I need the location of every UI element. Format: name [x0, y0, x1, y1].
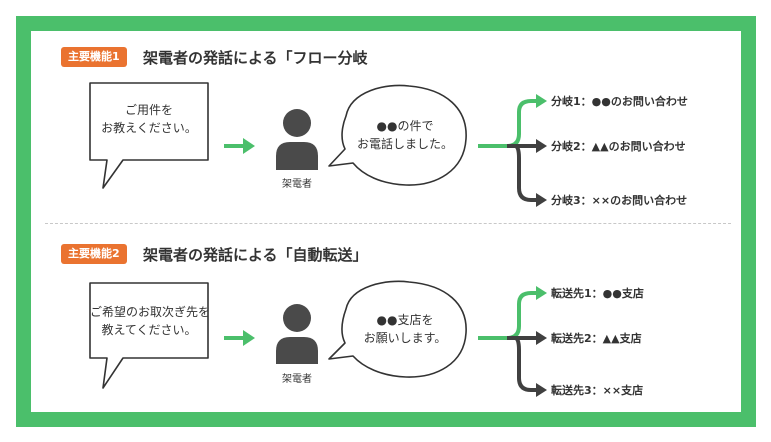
transfer-label: 転送先2：▲▲支店: [551, 332, 642, 345]
branch-label: 分岐3：××のお問い合わせ: [551, 194, 688, 207]
prompt-text-1: ご用件を お教えください。: [90, 101, 208, 137]
section-divider: [45, 223, 731, 224]
prompt-line: お教えください。: [101, 121, 197, 135]
transfer-label: 転送先1：●●支店: [551, 287, 644, 300]
diagram-graphics: [89, 82, 547, 397]
branch-label: 分岐2：▲▲のお問い合わせ: [551, 140, 686, 153]
caller-text-1: ●●の件で お電話しました。: [349, 117, 461, 153]
branch-arrows-2: [478, 286, 547, 397]
caller-speech-bubble-1: [328, 84, 467, 186]
branch-arrows-1: [478, 94, 547, 207]
section-title-2: 架電者の発話による「自動転送」: [143, 246, 368, 264]
caller-line: ●●支店を: [376, 313, 434, 327]
caller-label-1: 架電者: [282, 179, 312, 190]
caller-icon-1: [276, 109, 318, 170]
content-panel: 主要機能1 架電者の発話による「フロー分岐 ご用件を お教えください。 架電者 …: [31, 31, 741, 412]
flow-arrow-2: [224, 330, 255, 346]
prompt-line: ご希望のお取次ぎ先を: [90, 305, 211, 319]
transfer-label: 転送先3：××支店: [551, 384, 644, 397]
feature-badge-2: 主要機能2: [61, 244, 127, 264]
outer-frame: 主要機能1 架電者の発話による「フロー分岐 ご用件を お教えください。 架電者 …: [16, 16, 756, 427]
caller-text-2: ●●支店を お願いします。: [349, 311, 461, 347]
caller-label-2: 架電者: [282, 374, 312, 385]
caller-line: ●●の件で: [376, 119, 434, 133]
flow-arrow-1: [224, 138, 255, 154]
branch-label: 分岐1：●●のお問い合わせ: [551, 95, 688, 108]
prompt-line: 教えてください。: [101, 323, 197, 337]
section-title-1: 架電者の発話による「フロー分岐: [143, 49, 368, 67]
prompt-text-2: ご希望のお取次ぎ先を 教えてください。: [90, 303, 211, 339]
prompt-line: ご用件を: [124, 103, 173, 117]
caller-icon-2: [276, 304, 318, 364]
caller-speech-bubble-2: [328, 280, 467, 378]
caller-line: お願いします。: [363, 331, 447, 345]
prompt-speech-box-1: [89, 82, 209, 189]
caller-line: お電話しました。: [356, 137, 453, 151]
prompt-speech-box-2: [89, 282, 209, 389]
feature-badge-1: 主要機能1: [61, 47, 127, 67]
